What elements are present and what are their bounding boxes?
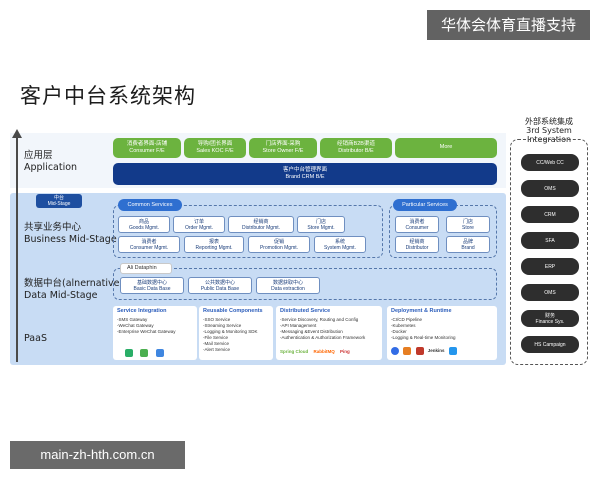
deployment-logos: Jenkins bbox=[391, 347, 495, 355]
common-services-tag: Common Services bbox=[118, 199, 182, 211]
header-badge: 华体会体育直播支持 bbox=[427, 10, 590, 40]
ext-system-sfa: SFA bbox=[521, 232, 579, 249]
enterprise-wechat-icon bbox=[155, 348, 164, 357]
card-item: -Service Discovery, Routing and Config bbox=[280, 317, 359, 322]
ali-dataphin-tag: Ali Dataphin bbox=[120, 263, 172, 274]
ext-system-erp: ERP bbox=[521, 258, 579, 275]
toolchain-icon bbox=[403, 347, 412, 355]
external-systems-group bbox=[510, 139, 588, 365]
ext-system-hs-campaign: HS Campaign bbox=[521, 336, 579, 353]
sms-icon bbox=[140, 348, 149, 357]
app-pill-more: More bbox=[395, 138, 497, 158]
layer-label-data: 数据中台(alnernative)Data Mid-Stage bbox=[24, 278, 124, 301]
card-item: -WeChat Gateway bbox=[117, 323, 154, 328]
layer-axis-line bbox=[16, 136, 18, 362]
card-item: -Authentication & Authorization Framewor… bbox=[280, 335, 366, 340]
ping-logo: Ping bbox=[340, 349, 350, 354]
ext-system-crm: CRM bbox=[521, 206, 579, 223]
card-title: Reusable Components bbox=[203, 308, 263, 314]
ext-system-cc: CC/Web CC bbox=[521, 154, 579, 171]
paas-card-distributed-service: Distributed Service -Service Discovery, … bbox=[276, 306, 382, 360]
card-item: -SMS Gateway bbox=[117, 317, 148, 322]
wechat-icon bbox=[125, 348, 133, 357]
card-item: -Logging & Real-time Monitoring bbox=[391, 335, 456, 340]
card-title: Distributed Service bbox=[280, 308, 331, 314]
card-item: -SSO Service bbox=[203, 317, 231, 322]
card-title: Deployment & Runtime bbox=[391, 308, 452, 314]
common-services-group bbox=[113, 205, 383, 258]
card-item: -Logging & Monitoring SDK bbox=[203, 329, 258, 334]
card-item: -CI/CD Pipeline bbox=[391, 317, 423, 322]
card-item: -API Management bbox=[280, 323, 317, 328]
card-item: -Mail Service bbox=[203, 341, 230, 346]
paas-card-deployment-runtime: Deployment & Runtime -CI/CD Pipeline -Ku… bbox=[387, 306, 497, 360]
ext-system-oms-2: OMS bbox=[521, 284, 579, 301]
rabbitmq-logo: RabbitMQ bbox=[313, 349, 335, 354]
watermark: main-zh-hth.com.cn bbox=[10, 441, 185, 469]
card-item: -Messaging &Event Distribution bbox=[280, 329, 343, 334]
card-item: -Enterprise WeChat Gateway bbox=[117, 329, 176, 334]
paas-card-reusable-components: Reusable Components -SSO Service -Stream… bbox=[199, 306, 273, 360]
page-title: 客户中台系统架构 bbox=[20, 84, 196, 108]
card-title: Service Integration bbox=[117, 308, 167, 314]
data-midstage-group bbox=[113, 268, 497, 300]
layer-axis-arrow-icon bbox=[12, 129, 22, 138]
ext-system-oms: OMS bbox=[521, 180, 579, 197]
card-item: -Alert Service bbox=[203, 347, 231, 352]
layer-label-paas: PaaS bbox=[24, 333, 47, 344]
paas-card-service-integration: Service Integration -SMS Gateway -WeChat… bbox=[113, 306, 197, 360]
spring-cloud-logo: Spring Cloud bbox=[280, 349, 309, 354]
monitoring-icon bbox=[415, 347, 424, 355]
card-item: -File Service bbox=[203, 335, 229, 340]
messaging-icons bbox=[125, 344, 167, 362]
card-item: -Kubernetes bbox=[391, 323, 416, 328]
card-item: -Streaming Service bbox=[203, 323, 242, 328]
kubernetes-icon bbox=[391, 347, 399, 355]
distributed-logos: Spring Cloud RabbitMQ Ping bbox=[280, 349, 380, 354]
docker-icon bbox=[448, 347, 457, 355]
jenkins-logo: Jenkins bbox=[427, 348, 445, 354]
particular-services-tag: Particular Services bbox=[393, 199, 457, 211]
card-item: -Docker bbox=[391, 329, 407, 334]
